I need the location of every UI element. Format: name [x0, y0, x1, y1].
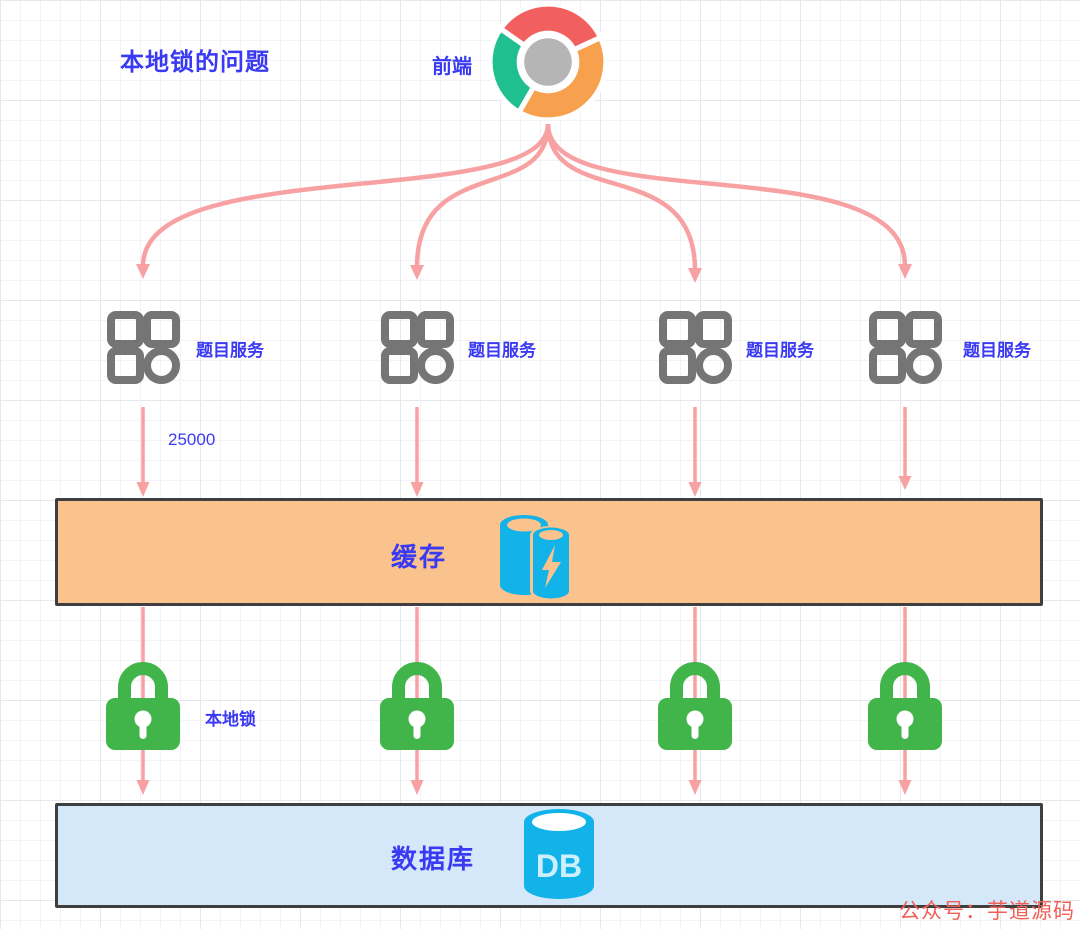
local-lock-2-padlock-icon — [379, 654, 455, 750]
arrow-frontend-to-service-4 — [545, 123, 908, 267]
watermark: 公众号：芋道源码 — [899, 899, 1075, 923]
arrowhead — [688, 482, 702, 497]
arrowhead — [410, 482, 424, 497]
service-3-app-grid-icon — [656, 308, 735, 387]
cache-label: 缓存 — [391, 542, 448, 572]
service-4-label: 题目服务 — [963, 341, 1031, 360]
arrowhead — [410, 265, 424, 280]
service-2-app-grid-icon — [378, 308, 457, 387]
db-cylinder-icon: DB — [524, 809, 594, 899]
db-icon-label: DB — [536, 848, 582, 884]
arrowhead — [688, 268, 702, 283]
arrowhead — [898, 476, 912, 490]
database-label: 数据库 — [391, 844, 476, 874]
page-title: 本地锁的问题 — [120, 49, 270, 76]
arrowhead — [136, 780, 150, 795]
local-lock-3-padlock-icon — [657, 654, 733, 750]
service-2-label: 题目服务 — [468, 341, 536, 360]
arrow-frontend-to-service-1 — [140, 123, 551, 267]
arrowhead — [898, 264, 912, 279]
frontend-label: 前端 — [432, 56, 472, 78]
database-bar: 数据库 DB — [55, 803, 1043, 908]
redis-cylinders-icon — [500, 515, 572, 600]
service-1-app-grid-icon — [104, 308, 183, 387]
chrome-browser-icon — [490, 4, 606, 120]
local-lock-label: 本地锁 — [205, 710, 256, 729]
cache-bar: 缓存 — [55, 498, 1043, 606]
qps-annotation: 25000 — [168, 430, 216, 449]
arrow-frontend-to-service-3 — [545, 123, 698, 271]
arrow-frontend-to-service-2 — [414, 123, 551, 268]
arrowhead — [898, 780, 912, 795]
local-lock-4-padlock-icon — [867, 654, 943, 750]
local-lock-1-padlock-icon — [105, 654, 181, 750]
arrowhead — [688, 780, 702, 795]
arrowhead — [410, 780, 424, 795]
arrowhead — [136, 482, 150, 497]
service-3-label: 题目服务 — [746, 341, 814, 360]
service-1-label: 题目服务 — [196, 341, 264, 360]
arrowhead — [136, 264, 150, 279]
service-4-app-grid-icon — [866, 308, 945, 387]
